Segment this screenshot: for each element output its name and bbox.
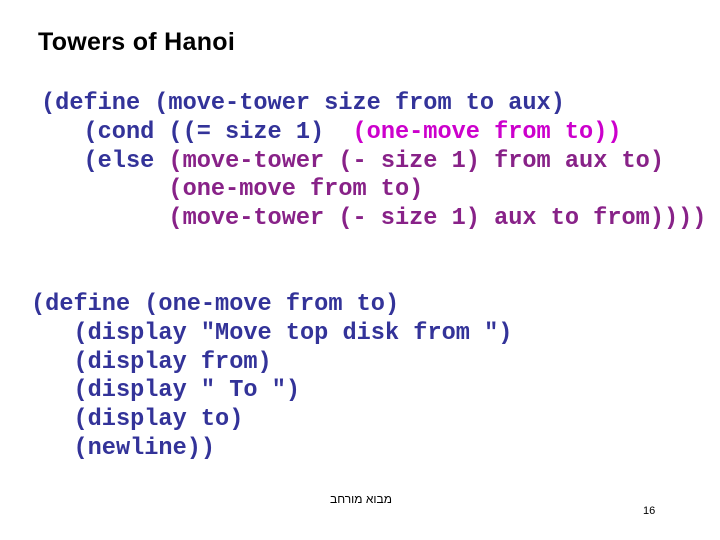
code-segment: (display "Move top disk from ")	[31, 319, 513, 347]
code-segment: (define (move-tower size from to aux)	[41, 90, 565, 117]
code-segment: (else	[41, 147, 169, 175]
code-line: (move-tower (- size 1) aux to from))))	[41, 205, 706, 234]
code-line: (display from)	[31, 349, 512, 378]
code-line: (define (one-move from to)	[31, 291, 512, 320]
code-segment: (newline))	[31, 434, 216, 462]
code-line: (newline))	[31, 435, 512, 464]
code-segment: (display " To ")	[31, 377, 301, 405]
code-line: (display " To ")	[31, 377, 512, 406]
code-segment: (move-tower (- size 1) aux to from))))	[41, 205, 707, 233]
code-segment: (define (one-move from to)	[31, 291, 400, 318]
code-segment: (move-tower (- size 1) from aux to)	[168, 147, 664, 175]
slide-page-number: 16	[643, 505, 656, 517]
code-line: (display "Move top disk from ")	[31, 320, 512, 349]
code-line: (one-move from to)	[41, 176, 706, 205]
code-segment: (one-move from to)	[41, 176, 424, 204]
code-block-one-move: (define (one-move from to) (display "Mov…	[31, 291, 512, 464]
code-segment: (display to)	[31, 406, 244, 434]
footer-course-label: מבוא מורחב	[330, 492, 392, 506]
code-line: (else (move-tower (- size 1) from aux to…	[41, 148, 706, 177]
code-segment: (cond ((= size 1)	[41, 118, 353, 146]
code-line: (define (move-tower size from to aux)	[41, 90, 706, 119]
code-segment: (display from)	[31, 348, 272, 376]
code-segment: (one-move from to))	[352, 118, 622, 146]
code-block-move-tower: (define (move-tower size from to aux) (c…	[41, 90, 706, 234]
slide-title: Towers of Hanoi	[38, 28, 236, 56]
code-line: (cond ((= size 1) (one-move from to))	[41, 119, 706, 148]
code-line: (display to)	[31, 406, 512, 435]
